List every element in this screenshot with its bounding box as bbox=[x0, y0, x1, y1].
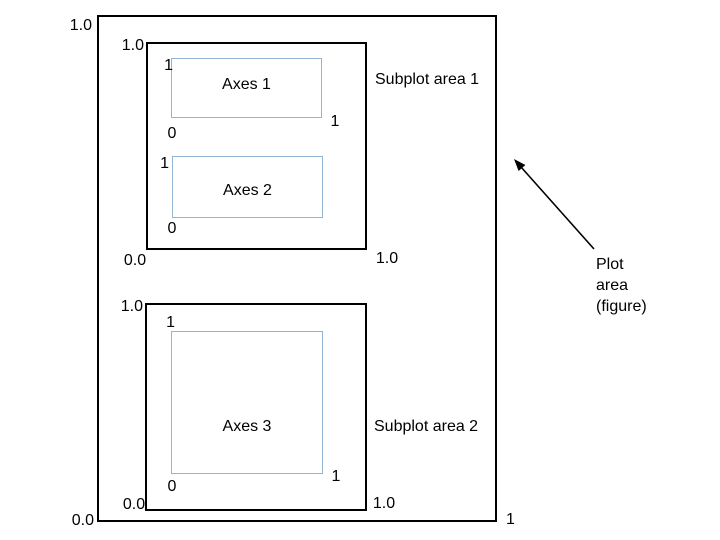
axes-3-tick-bottom: 0 bbox=[167, 478, 177, 495]
axes-2-tick-top: 1 bbox=[160, 155, 169, 172]
subplot-area-2-label: Subplot area 2 bbox=[374, 418, 479, 435]
subplot-area-1-label: Subplot area 1 bbox=[375, 71, 480, 88]
subplot-area-2-rect bbox=[145, 303, 367, 511]
axes-1-tick-right: 1 bbox=[330, 113, 340, 130]
axes-3-tick-right: 1 bbox=[331, 468, 341, 485]
figure-tick-bottom-left: 0.0 bbox=[71, 512, 94, 529]
axes-2-tick-bottom: 0 bbox=[167, 220, 177, 237]
subplot-1-tick-top-left: 1.0 bbox=[121, 37, 144, 54]
axes-1-tick-bottom: 0 bbox=[167, 125, 177, 142]
plot-area-figure-rect bbox=[97, 15, 497, 522]
axes-1-label: Axes 1 bbox=[222, 76, 271, 93]
plot-area-annotation: Plot area (figure) bbox=[596, 256, 647, 315]
axes-2-label: Axes 2 bbox=[223, 182, 272, 199]
axes-2-rect bbox=[172, 156, 323, 218]
subplot-1-tick-bottom-right: 1.0 bbox=[375, 250, 399, 267]
axes-3-tick-top: 1 bbox=[166, 314, 175, 331]
figure-tick-top-left: 1.0 bbox=[69, 17, 92, 34]
subplot-area-1-rect bbox=[146, 42, 367, 250]
subplot-2-tick-bottom-left: 0.0 bbox=[122, 496, 146, 513]
axes-1-tick-top: 1 bbox=[164, 57, 173, 74]
figure-tick-bottom-right: 1 bbox=[506, 511, 515, 528]
subplot-1-tick-bottom-left: 0.0 bbox=[123, 252, 147, 269]
axes-3-rect bbox=[171, 331, 323, 474]
subplot-2-tick-top-left: 1.0 bbox=[120, 298, 143, 315]
axes-1-rect bbox=[171, 58, 322, 118]
axes-3-label: Axes 3 bbox=[222, 418, 272, 435]
subplot-2-tick-bottom-right: 1.0 bbox=[372, 495, 396, 512]
